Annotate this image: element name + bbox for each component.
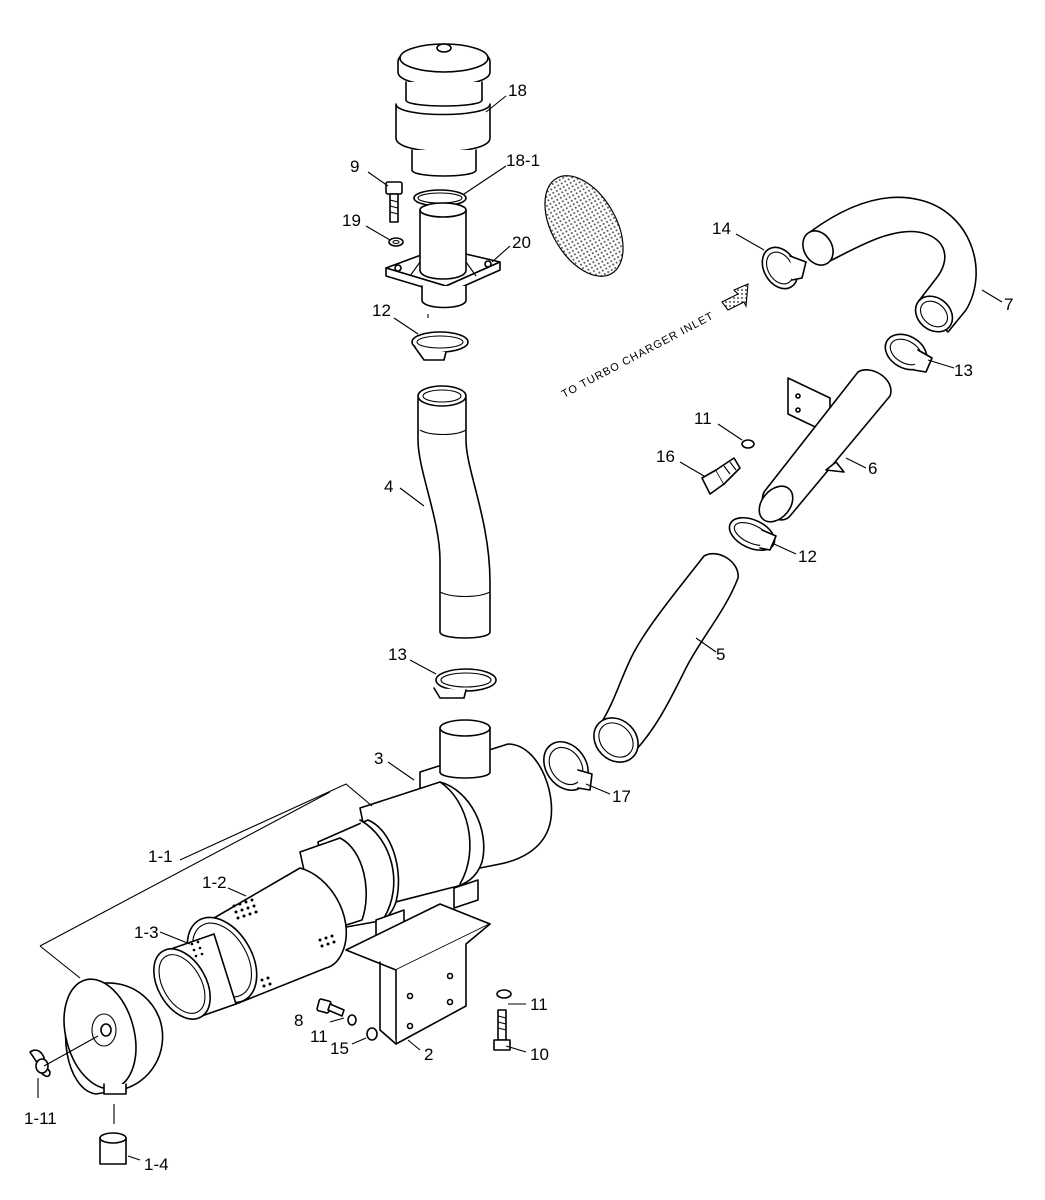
part-9-bolt (385, 181, 403, 223)
label-18-1: 18-1 (506, 151, 540, 170)
part-5-hose (593, 553, 739, 763)
label-16: 16 (656, 447, 675, 466)
turbo-inlet-note: TO TURBO CHARGER INLET (560, 310, 716, 401)
part-8-bolt (316, 998, 345, 1017)
label-12-mid: 12 (798, 547, 817, 566)
label-14: 14 (712, 219, 731, 238)
label-1-1: 1-1 (148, 847, 173, 866)
part-1-3-inner-element (153, 933, 237, 1020)
label-6: 6 (868, 459, 877, 478)
part-16-bolt (701, 457, 741, 495)
part-12-clamp-top (411, 331, 469, 361)
label-20: 20 (512, 233, 531, 252)
label-9: 9 (350, 157, 359, 176)
label-7: 7 (1004, 295, 1013, 314)
part-11-washer-mid (741, 439, 755, 449)
part-end-cover (63, 978, 164, 1095)
label-11-bottom: 11 (530, 995, 548, 1014)
part-18-precleaner (395, 43, 491, 177)
label-17: 17 (612, 787, 631, 806)
part-14-clamp (761, 246, 807, 290)
part-13-clamp-mid (433, 668, 497, 699)
turbo-inlet-arrow (721, 283, 749, 311)
label-10: 10 (530, 1045, 549, 1064)
leader-lines (37, 95, 1003, 1161)
part-12-clamp-mid (728, 516, 777, 552)
label-1-11: 1-11 (24, 1109, 57, 1128)
label-13-right: 13 (954, 361, 973, 380)
part-19-washer (388, 237, 404, 247)
part-1-4-valve (99, 1132, 127, 1165)
label-5: 5 (716, 645, 725, 664)
label-1-2: 1-2 (202, 873, 227, 892)
label-3: 3 (374, 749, 383, 768)
perforation-dots (232, 898, 336, 988)
label-4: 4 (384, 477, 393, 496)
label-12-top: 12 (372, 301, 391, 320)
screen-mesh (544, 175, 624, 277)
label-15: 15 (330, 1039, 349, 1058)
part-13-clamp-right (884, 333, 933, 373)
part-20-flange-tube (385, 202, 501, 309)
label-8: 8 (294, 1011, 303, 1030)
part-7-elbow-hose (802, 196, 977, 333)
part-10-bolt (493, 1009, 511, 1051)
label-18: 18 (508, 81, 527, 100)
part-2-bracket (345, 903, 491, 1045)
label-1-3: 1-3 (134, 923, 159, 942)
label-1-4: 1-4 (144, 1155, 169, 1174)
label-13-mid: 13 (388, 645, 407, 664)
part-4-hose (417, 385, 491, 639)
label-11-mid: 11 (694, 409, 712, 428)
part-labels: 18 18-1 9 19 20 12 14 7 13 11 16 6 12 4 … (24, 81, 1013, 1174)
part-11-washer-bottom (496, 989, 512, 999)
label-11-low: 11 (310, 1027, 328, 1046)
part-15-washer (366, 1027, 378, 1041)
part-1-11-wing-nut (29, 1049, 51, 1078)
part-11-washer-low (347, 1014, 357, 1026)
label-19: 19 (342, 211, 361, 230)
part-6-tube (758, 369, 892, 523)
label-2: 2 (424, 1045, 433, 1064)
